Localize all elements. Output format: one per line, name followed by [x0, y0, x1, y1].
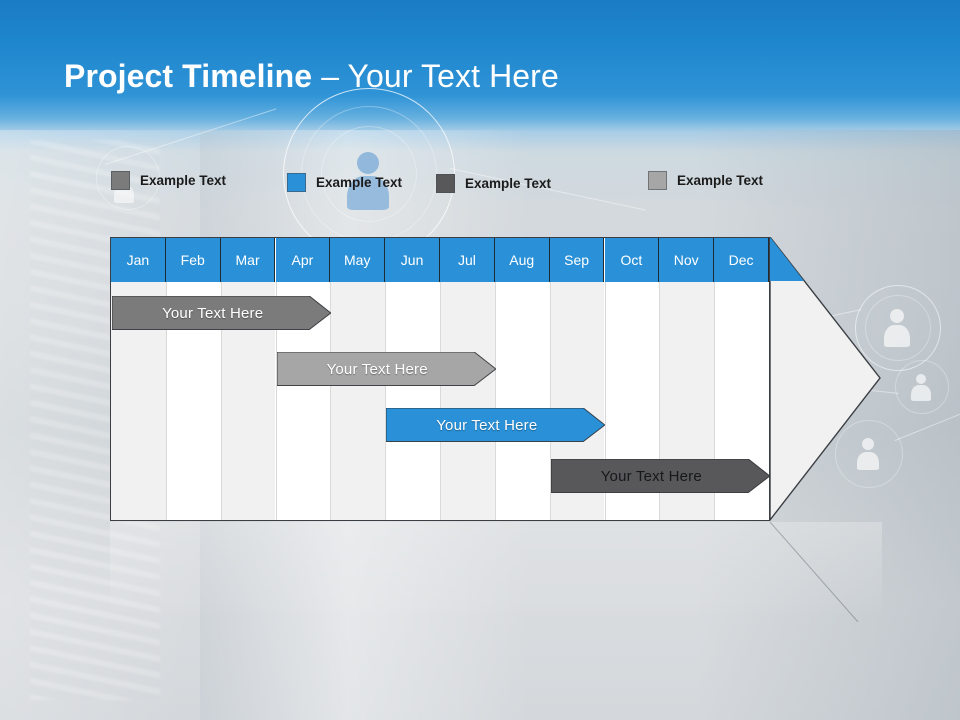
legend-item-label: Example Text: [316, 175, 403, 190]
column-separator: [275, 238, 277, 520]
month-header-mar[interactable]: Mar: [220, 238, 276, 282]
bar-label: Your Text Here: [600, 467, 702, 485]
reflection-diagonal-line: [769, 521, 859, 623]
month-header-dec[interactable]: Dec: [714, 238, 769, 282]
column-separator: [604, 238, 606, 520]
legend-swatch-light-gray: [648, 171, 667, 190]
legend-swatch-dark-gray: [436, 174, 455, 193]
legend-swatch-blue: [287, 173, 306, 192]
month-header-may[interactable]: May: [330, 238, 386, 282]
month-header-jul[interactable]: Jul: [440, 238, 495, 282]
chart-reflection: [110, 522, 882, 618]
timeline-bar-2[interactable]: Your Text Here: [276, 352, 496, 386]
month-header-jun[interactable]: Jun: [385, 238, 440, 282]
timeline-arrow-head: [769, 234, 882, 523]
timeline-column-jan: [111, 238, 166, 520]
legend-item-label: Example Text: [465, 176, 552, 191]
arrow-head-blue-cap: [770, 237, 804, 281]
legend-item-label: Example Text: [677, 173, 764, 188]
page-title: Project Timeline – Your Text Here: [64, 58, 559, 95]
legend-item-2[interactable]: Example Text: [287, 173, 402, 192]
page-title-light: Your Text Here: [347, 58, 559, 94]
page-title-strong: Project Timeline: [64, 58, 313, 94]
timeline-bar-3[interactable]: Your Text Here: [386, 408, 606, 442]
column-separator: [165, 238, 167, 520]
bar-arrow-shape: [386, 408, 606, 442]
arrow-head-shape: [769, 234, 881, 523]
bar-arrow-shape: [550, 459, 770, 493]
month-header-nov[interactable]: Nov: [659, 238, 715, 282]
legend-item-label: Example Text: [140, 173, 227, 188]
legend-item-3[interactable]: Example Text: [436, 174, 551, 193]
column-separator: [714, 238, 716, 520]
column-separator: [220, 238, 222, 520]
legend-item-1[interactable]: Example Text: [111, 171, 226, 190]
bar-label: Your Text Here: [326, 360, 428, 378]
column-separator: [494, 238, 496, 520]
bar-label: Your Text Here: [162, 304, 264, 322]
bar-arrow-shape: [112, 296, 332, 330]
month-header-oct[interactable]: Oct: [604, 238, 660, 282]
bar-label: Your Text Here: [436, 416, 538, 434]
timeline-column-mar: [220, 238, 276, 520]
timeline-bar-1[interactable]: Your Text Here: [112, 296, 332, 330]
month-header-jan[interactable]: Jan: [111, 238, 166, 282]
month-header-aug[interactable]: Aug: [494, 238, 550, 282]
chart-reflection-edge: [769, 521, 885, 623]
month-header-sep[interactable]: Sep: [549, 238, 605, 282]
month-header-feb[interactable]: Feb: [165, 238, 221, 282]
legend-swatch-gray: [111, 171, 130, 190]
column-separator: [659, 238, 661, 520]
page-title-dash: –: [312, 58, 348, 94]
legend-item-4[interactable]: Example Text: [648, 171, 763, 190]
timeline-bar-4[interactable]: Your Text Here: [550, 459, 770, 493]
column-separator: [549, 238, 551, 520]
bar-arrow-shape: [276, 352, 496, 386]
month-header-apr[interactable]: Apr: [275, 238, 331, 282]
